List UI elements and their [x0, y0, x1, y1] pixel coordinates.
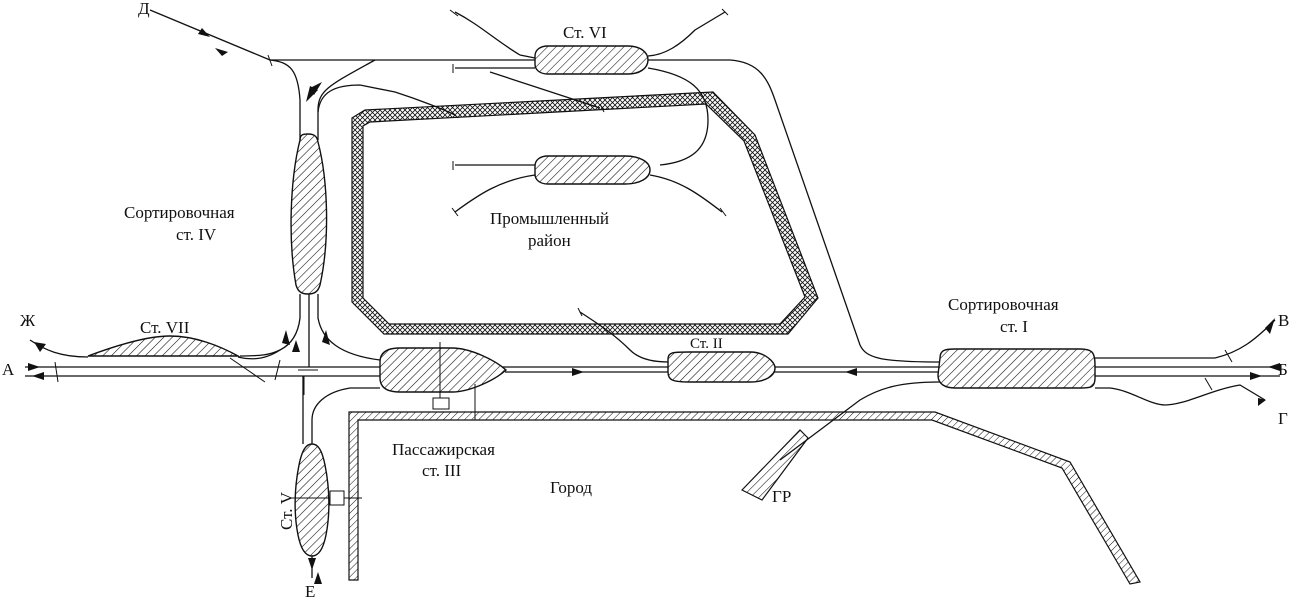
station-VI	[534, 45, 649, 75]
label-station-VII: Ст. VII	[140, 318, 190, 337]
label-industrial-2: район	[528, 231, 571, 250]
label-station-I-2: ст. I	[1000, 317, 1028, 336]
industrial-station	[534, 155, 651, 185]
label-dir-V: В	[1278, 311, 1289, 330]
track-VI-to-I	[640, 59, 941, 363]
label-industrial-1: Промышленный	[490, 209, 609, 228]
label-gr: ГР	[772, 487, 791, 506]
label-dir-A: А	[2, 360, 15, 379]
station-IV	[290, 133, 328, 295]
label-city: Город	[550, 478, 592, 497]
label-station-III-2: ст. III	[422, 461, 462, 480]
industrial-district-border	[351, 91, 819, 335]
label-station-IV-1: Сортировочная	[124, 203, 235, 222]
freight-area-GR	[741, 381, 941, 501]
station-V-building	[329, 490, 345, 506]
label-dir-G: Г	[1278, 409, 1288, 428]
direction-arrows	[28, 28, 1280, 584]
city-boundary	[348, 411, 1141, 585]
station-III	[379, 347, 508, 393]
label-station-I-1: Сортировочная	[948, 295, 1059, 314]
label-station-VI: Ст. VI	[563, 23, 607, 42]
label-station-III-1: Пассажирская	[392, 440, 495, 459]
station-II	[667, 351, 776, 383]
lines-to-V-G	[1095, 319, 1276, 406]
label-station-V: Ст. V	[277, 491, 296, 530]
label-dir-D: Д	[138, 0, 150, 18]
label-dir-E: Е	[305, 582, 315, 599]
label-dir-B: Б	[1278, 360, 1288, 379]
station-III-building	[432, 397, 450, 410]
station-V	[294, 443, 330, 557]
label-dir-Zh: Ж	[20, 311, 36, 330]
label-station-II: Ст. II	[690, 336, 723, 352]
station-VII	[87, 335, 241, 357]
label-station-IV-2: ст. IV	[176, 225, 217, 244]
station-I	[937, 348, 1096, 389]
